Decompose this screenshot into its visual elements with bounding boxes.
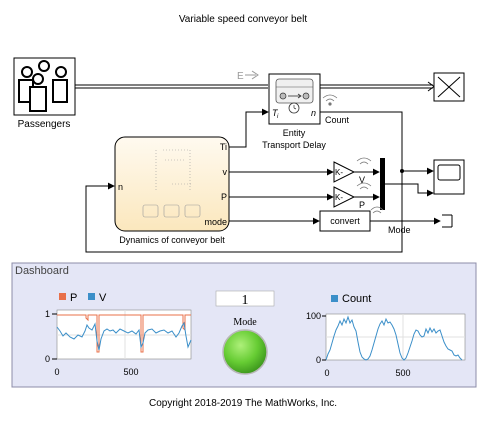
passengers-label: Passengers [18,119,71,130]
mode-log-icon [370,206,384,214]
delay-in-port-sub: i [277,114,279,120]
p-log-icon [356,182,372,190]
scope1-xtick-0: 0 [54,367,59,377]
dynamics-label: Dynamics of conveyor belt [119,235,225,245]
scope1-legend: P V [59,292,107,304]
gain-p-symbol: K- [335,193,343,202]
gain-p-block[interactable]: K- [333,186,356,208]
dashboard-scope-pv[interactable]: P V 1 0 0 500 [45,292,192,377]
scope2-legend: Count [331,293,371,305]
scope2-ytick-bottom: 0 [316,355,321,365]
scope-block[interactable] [433,159,465,195]
gain-v-block[interactable]: K- [333,161,356,183]
legend-p-label: P [70,292,77,304]
people-icon [18,60,68,112]
junction-dot [400,169,404,173]
v-log-icon [356,157,372,165]
scope1-xtick-500: 500 [123,367,138,377]
terminator-block[interactable] [442,214,453,228]
convert-label: convert [330,216,360,226]
scope1-ytick-bottom: 0 [45,354,50,364]
v-signal-label: V [359,175,365,185]
legend-p-swatch [59,293,66,300]
mux-out-signal [385,183,434,197]
convert-block[interactable]: convert [319,210,371,232]
legend-v-label: V [99,292,107,304]
mode-signal-label: Mode [388,225,411,235]
scope2-ytick-top: 100 [306,311,321,321]
subsystem-preview-icon [142,149,201,218]
delay-label-1: Entity [283,128,306,138]
entity-port-marker: E [237,70,259,82]
count-signal: Count [320,94,403,171]
dashboard-title: Dashboard [15,265,69,277]
display-value: 1 [242,293,249,308]
lamp-label: Mode [233,317,257,328]
entity-sink-block[interactable] [433,72,465,102]
dynamics-out-v: v [223,167,228,177]
legend-count-swatch [331,295,338,302]
entity-line-main [75,81,435,92]
gain-v-symbol: K- [335,168,343,177]
delay-in-port: T [272,108,279,118]
delay-label-2: Transport Delay [262,140,326,150]
mux-block[interactable] [380,158,385,210]
dynamics-in-port: n [118,182,123,192]
legend-v-swatch [88,293,95,300]
dynamics-out-p: P [221,192,227,202]
count-feedback-signal [85,171,403,253]
entity-transport-delay-block[interactable]: T i n Entity Transport Delay [262,73,326,150]
scope2-xtick-500: 500 [395,368,410,378]
svg-text:E: E [237,71,244,82]
dynamics-out-mode: mode [204,217,227,227]
scope2-xtick-0: 0 [324,368,329,378]
copyright-text: Copyright 2018-2019 The MathWorks, Inc. [149,398,337,409]
dashboard-mode-lamp[interactable]: Mode [222,317,268,375]
scope1-ytick-top: 1 [45,309,50,319]
delay-out-port: n [311,108,316,118]
dynamics-subsystem-block[interactable]: n Ti v P mode Dynamics of conveyor belt [114,136,230,245]
ti-signal [229,108,269,148]
passengers-block[interactable]: Passengers [13,57,76,130]
dashboard-scope-count[interactable]: Count 100 0 0 500 [306,293,466,378]
count-label: Count [325,115,350,125]
p-signal-label: P [359,200,365,210]
dynamics-out-ti: Ti [220,142,227,152]
model-title: Variable speed conveyor belt [179,14,307,25]
lamp-indicator [222,329,268,375]
signal-log-icon [322,94,338,106]
legend-count-label: Count [342,293,371,305]
dashboard-display[interactable]: 1 [215,290,275,308]
